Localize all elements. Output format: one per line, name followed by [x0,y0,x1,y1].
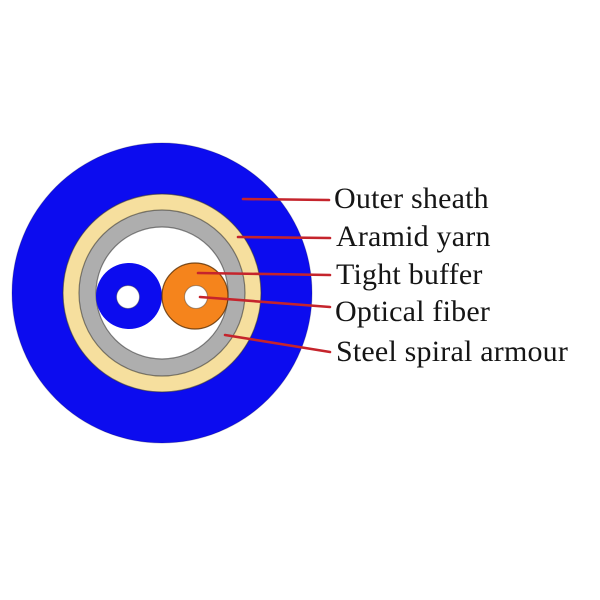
label-optical-fiber: Optical fiber [335,295,490,328]
label-steel-spiral-armour: Steel spiral armour [336,335,568,368]
label-tight-buffer: Tight buffer [336,258,483,291]
label-outer-sheath: Outer sheath [334,182,489,215]
leader-line-aramid-yarn [236,235,332,240]
leader-line-tight-buffer [196,271,332,277]
leader-line-steel-spiral-armour [223,333,332,354]
label-aramid-yarn: Aramid yarn [336,220,491,253]
leader-line-optical-fiber [198,295,332,309]
optical-fiber-core-left [116,285,140,309]
leader-line-outer-sheath [241,197,331,202]
